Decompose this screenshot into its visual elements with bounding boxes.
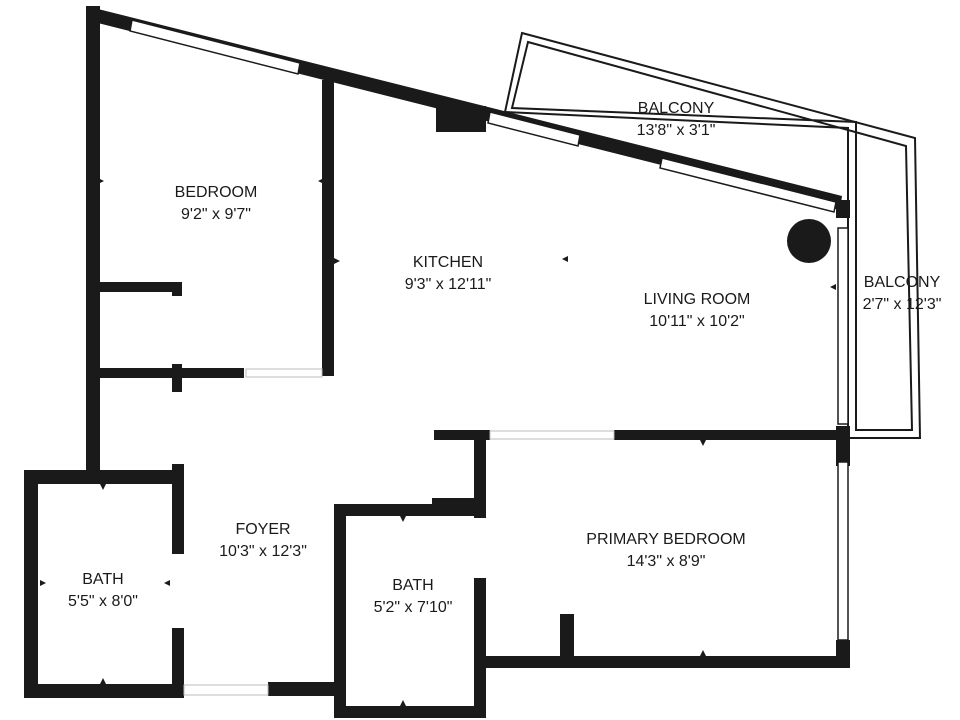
primary-top-wall bbox=[614, 430, 850, 440]
balcony-top-dims: 13'8" x 3'1" bbox=[637, 122, 716, 139]
primary-left-wall-upper bbox=[474, 430, 486, 518]
foyer-entry-opening bbox=[183, 684, 269, 696]
foyer-bottom-wall bbox=[268, 682, 346, 696]
bath-left-right-wall-upper bbox=[172, 464, 184, 554]
closet-lower-stub bbox=[172, 364, 182, 392]
kitchen-dims: 9'3" x 12'11" bbox=[405, 276, 492, 293]
bath-left-right-wall-lower bbox=[172, 628, 184, 698]
primary-bottom-wall bbox=[484, 656, 850, 668]
bath-left-top-wall bbox=[24, 470, 184, 484]
bedroom-right-wall bbox=[322, 80, 334, 376]
left-exterior-wall bbox=[86, 6, 100, 474]
living-room-dims: 10'11" x 10'2" bbox=[649, 313, 744, 330]
primary-bedroom-dims: 14'3" x 8'9" bbox=[627, 553, 706, 570]
room-labels: BEDROOM 9'2" x 9'7" KITCHEN 9'3" x 12'11… bbox=[68, 100, 941, 616]
bath-center-dims: 5'2" x 7'10" bbox=[374, 599, 453, 616]
primary-door-opening bbox=[489, 430, 615, 440]
bath-center-right-wall bbox=[474, 640, 486, 718]
balcony-side-name: BALCONY bbox=[864, 274, 941, 291]
bedroom-dims: 9'2" x 9'7" bbox=[181, 206, 251, 223]
kitchen-name: KITCHEN bbox=[413, 254, 483, 271]
closet-upper-wall bbox=[100, 282, 180, 292]
foyer-dims: 10'3" x 12'3" bbox=[219, 543, 307, 560]
right-wall-corner bbox=[836, 200, 850, 218]
balcony-side-dims: 2'7" x 12'3" bbox=[863, 296, 942, 313]
hall-stub bbox=[432, 498, 478, 508]
bath-left-dims: 5'5" x 8'0" bbox=[68, 593, 138, 610]
living-side-window bbox=[837, 227, 849, 425]
round-column bbox=[787, 219, 831, 263]
foyer-name: FOYER bbox=[235, 521, 290, 538]
bath-center-bottom-wall bbox=[334, 706, 484, 718]
balcony-railings bbox=[503, 31, 922, 439]
balcony-top-name: BALCONY bbox=[638, 100, 715, 117]
bedroom-window bbox=[129, 19, 301, 75]
bath-left-name: BATH bbox=[82, 571, 123, 588]
kitchen-window bbox=[487, 111, 581, 147]
closet-upper-stub bbox=[172, 282, 182, 296]
bath-left-bottom-wall bbox=[24, 684, 184, 698]
primary-side-window bbox=[837, 461, 849, 641]
living-room-name: LIVING ROOM bbox=[644, 291, 751, 308]
column-block bbox=[436, 106, 486, 132]
bath-center-left-wall bbox=[334, 504, 346, 718]
hall-top-wall bbox=[434, 430, 490, 440]
bedroom-door-opening bbox=[245, 368, 323, 378]
primary-bedroom-name: PRIMARY BEDROOM bbox=[586, 531, 745, 548]
openings bbox=[183, 368, 615, 696]
primary-closet-wall bbox=[560, 614, 574, 658]
living-window bbox=[659, 157, 837, 213]
bath-center-name: BATH bbox=[392, 577, 433, 594]
bath-left-left-wall bbox=[24, 470, 38, 698]
dimension-ticks bbox=[40, 178, 836, 706]
windows bbox=[129, 19, 849, 641]
bedroom-name: BEDROOM bbox=[175, 184, 258, 201]
